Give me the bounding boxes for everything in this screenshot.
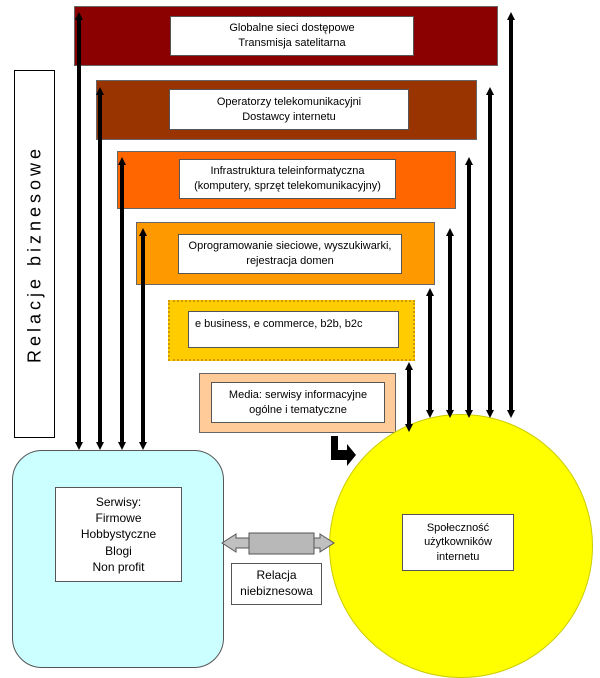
non-business-line: Relacja [256,568,297,583]
layer-network-software-label: Oprogramowanie sieciowe, wyszukiwarki, r… [178,234,402,274]
bent-arrow [331,436,356,466]
services-line: Serwisy: [95,495,142,510]
layer-e-business-label: e business, e commerce, b2b, b2c [188,311,399,348]
non-business-relation-label: Relacja niebiznesowa [231,563,322,605]
layer-line: ogólne i tematyczne [249,403,347,416]
layer-line: rejestracja domen [246,255,334,267]
business-relations-label: Relacje biznesowe [14,70,55,438]
layer-line: Globalne sieci dostępowe [229,22,355,35]
layer-line: Transmisja satelitarna [238,37,346,49]
community-line: Społeczność [426,522,490,535]
layer-telecom-operators: Operatorzy telekomunikacyjni Dostawcy in… [96,80,477,140]
services-line: Blogi [105,543,132,558]
services-line: Hobbystyczne [80,527,157,542]
services-line: Firmowe [95,511,142,526]
layer-line: Operatorzy telekomunikacyjni [216,95,362,108]
layer-line: e business, e commerce, b2b, b2c [195,318,363,330]
non-business-line: niebiznesowa [240,584,313,598]
community-label: Społeczność użytkowników internetu [402,514,514,571]
layer-telecom-operators-label: Operatorzy telekomunikacyjni Dostawcy in… [169,89,409,130]
layer-e-business: e business, e commerce, b2b, b2c [168,300,415,361]
layer-global-networks: Globalne sieci dostępowe Transmisja sate… [74,6,498,66]
community-line: internetu [436,550,480,563]
layer-line: (komputery, sprzęt telekomunikacyjny) [194,180,381,192]
layer-network-software: Oprogramowanie sieciowe, wyszukiwarki, r… [136,222,435,285]
layer-line: Dostawcy internetu [242,110,336,123]
services-label: Serwisy: Firmowe Hobbystyczne Blogi Non … [55,487,182,582]
layer-line: Oprogramowanie sieciowe, wyszukiwarki, [188,240,392,253]
layer-ict-infrastructure-label: Infrastruktura teleinformatyczna (komput… [179,159,396,199]
services-line: Non profit [92,559,145,574]
layer-global-networks-label: Globalne sieci dostępowe Transmisja sate… [170,16,414,56]
layer-line: Media: serwisy informacyjne [228,388,368,401]
connector-block [248,532,315,555]
layer-media: Media: serwisy informacyjne ogólne i tem… [199,373,396,433]
community-line: użytkowników [424,536,492,549]
layer-media-label: Media: serwisy informacyjne ogólne i tem… [211,382,385,423]
layer-line: Infrastruktura teleinformatyczna [210,165,365,178]
layer-ict-infrastructure: Infrastruktura teleinformatyczna (komput… [117,151,456,209]
